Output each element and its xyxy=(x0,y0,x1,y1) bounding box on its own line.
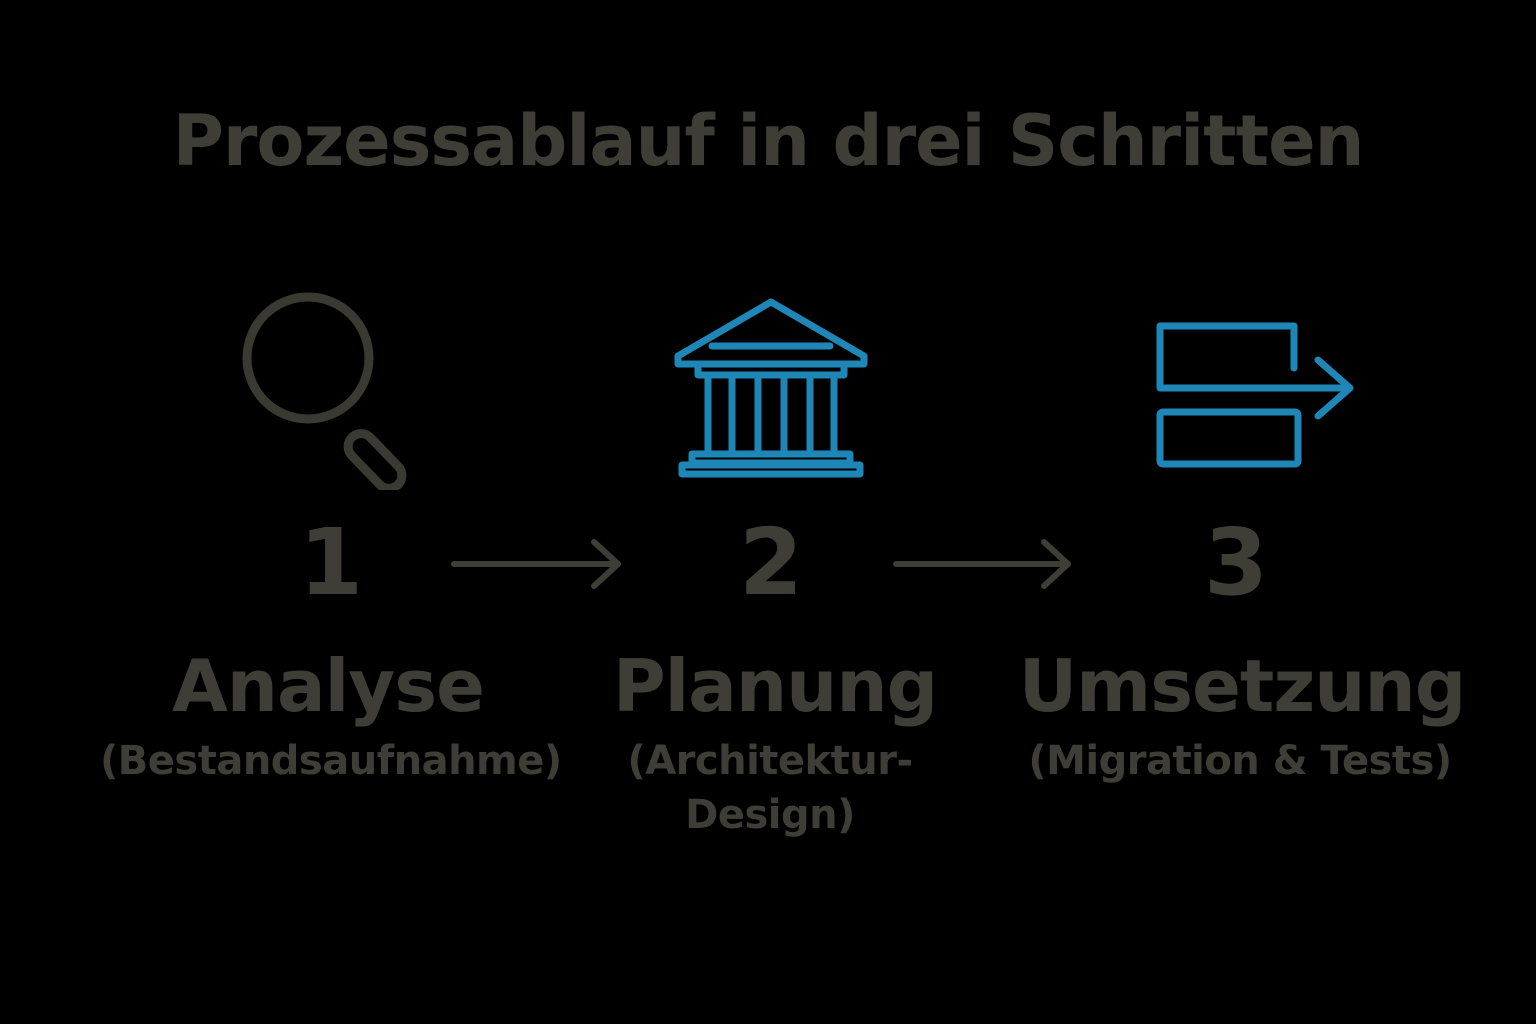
entablature xyxy=(694,360,848,379)
step-sublabel-umsetzung: (Migration & Tests) xyxy=(1028,738,1452,784)
lower-box xyxy=(1156,408,1302,468)
arrow-1-to-2 xyxy=(451,539,621,589)
building-columns-icon xyxy=(674,298,868,478)
step-label-planung: Planung xyxy=(612,644,938,728)
roof-shape xyxy=(674,298,868,368)
upper-box-with-arrow-shaft xyxy=(1156,322,1348,392)
step-label-umsetzung: Umsetzung xyxy=(1018,644,1467,728)
arrow-head xyxy=(1314,356,1354,420)
base-platform xyxy=(678,461,864,478)
magnifier-lens xyxy=(242,292,374,424)
magnifier-icon xyxy=(242,292,407,490)
migration-transfer-icon xyxy=(1156,322,1354,468)
step-number-3: 3 xyxy=(1203,509,1268,616)
step-number-2: 2 xyxy=(738,509,803,616)
arrow-2-to-3 xyxy=(893,539,1071,589)
magnifier-handle xyxy=(343,429,407,490)
step-sublabel-planung: (Architektur-Design) xyxy=(627,738,913,838)
step-number-1: 1 xyxy=(298,509,363,616)
step-sublabel-analyse: (Bestandsaufnahme) xyxy=(100,738,562,784)
step-label-analyse: Analyse xyxy=(172,644,485,728)
diagram-title: Prozessablauf in drei Schritten xyxy=(172,100,1365,182)
